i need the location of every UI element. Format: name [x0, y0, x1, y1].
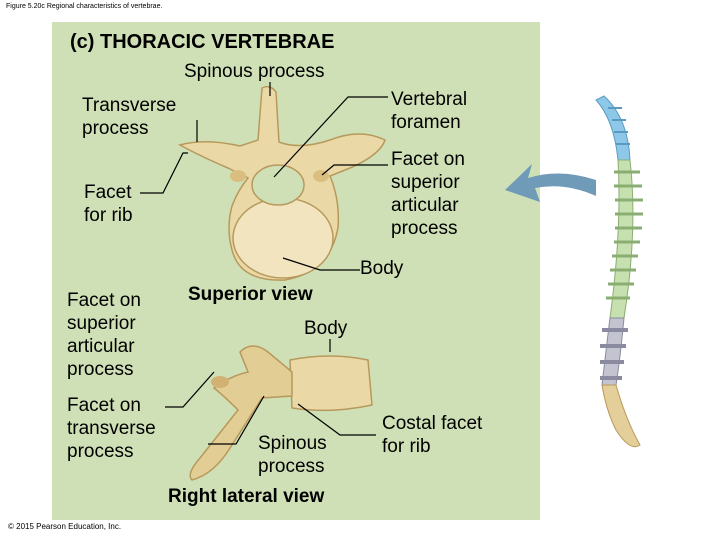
- label-facet-superior-articular-top: Facet on superior articular process: [391, 149, 465, 239]
- spinal-column: [595, 95, 643, 448]
- cervical-region: [595, 95, 631, 161]
- label-transverse-process: Transverse process: [82, 95, 177, 139]
- label-facet-superior-articular-bottom: Facet on superior articular process: [67, 290, 141, 380]
- vertebral-foramen-hole: [251, 164, 305, 206]
- label-costal-facet: Costal facet for rib: [382, 413, 483, 457]
- superior-vertebra-body: [232, 197, 334, 279]
- copyright-notice: © 2015 Pearson Education, Inc.: [8, 522, 122, 531]
- label-spinous-process-bottom: Spinous process: [258, 433, 327, 477]
- label-body-bottom: Body: [304, 318, 348, 339]
- figure-caption: Figure 5.20c Regional characteristics of…: [6, 3, 163, 10]
- superior-view-label: Superior view: [188, 284, 313, 305]
- superior-view-vertebra: [178, 85, 386, 281]
- sacrum-region: [601, 384, 641, 448]
- curved-arrow: [505, 164, 596, 202]
- leader-lines: [140, 82, 388, 445]
- lateral-vertebra-body: [289, 355, 373, 412]
- lateral-view-label: Right lateral view: [168, 486, 325, 507]
- label-facet-for-rib: Facet for rib: [84, 182, 133, 226]
- label-spinous-process-top: Spinous process: [184, 61, 325, 82]
- label-facet-on-transverse: Facet on transverse process: [67, 395, 156, 462]
- label-vertebral-foramen: Vertebral foramen: [391, 89, 468, 133]
- lateral-view-vertebra: [189, 345, 373, 481]
- thoracic-region: [609, 159, 634, 319]
- label-body-top: Body: [360, 258, 404, 279]
- panel-title: (c) THORACIC VERTEBRAE: [70, 31, 335, 53]
